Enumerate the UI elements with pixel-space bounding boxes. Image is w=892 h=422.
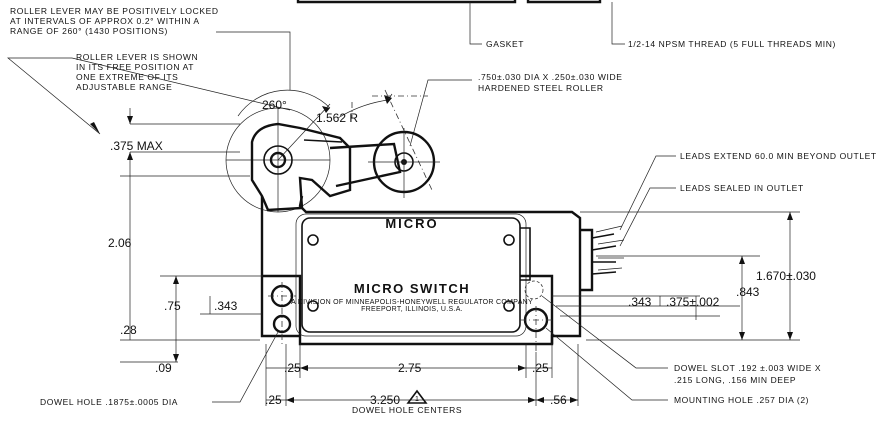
dowel-slot-note: DOWEL SLOT .192 ±.003 WIDE X .215 LONG, …	[541, 295, 821, 385]
triangle-number: 1	[415, 396, 419, 403]
lever-radius-label: 1.562 R	[316, 111, 358, 125]
svg-text:.215 LONG, .156 MIN DEEP: .215 LONG, .156 MIN DEEP	[674, 375, 796, 385]
dim-09: .09	[155, 361, 172, 375]
svg-text:ROLLER LEVER IS SHOWN: ROLLER LEVER IS SHOWN	[76, 52, 198, 62]
dim-3-250: 3.250	[370, 393, 400, 407]
thread-note: 1/2-14 NPSM THREAD (5 FULL THREADS MIN)	[628, 39, 836, 49]
dim-375: .375±.002	[666, 295, 720, 309]
roller-locked-note: ROLLER LEVER MAY BE POSITIVELY LOCKED AT…	[10, 6, 291, 90]
svg-text:HARDENED STEEL ROLLER: HARDENED STEEL ROLLER	[478, 83, 604, 93]
dim-25-c: .25	[265, 393, 282, 407]
right-dimensions	[552, 211, 800, 341]
roller-spec-note: .750±.030 DIA X .250±.030 WIDE HARDENED …	[409, 72, 623, 147]
dowel-centers-label: DOWEL HOLE CENTERS	[352, 405, 462, 415]
brand-sub-line2: FREEPORT, ILLINOIS, U.S.A.	[361, 306, 463, 313]
lead-wires	[591, 155, 676, 275]
brand-main-label: MICRO SWITCH	[354, 281, 470, 296]
dim-28: .28	[120, 323, 137, 337]
svg-text:AT INTERVALS OF APPROX 0.2° WI: AT INTERVALS OF APPROX 0.2° WITHIN A	[10, 16, 200, 26]
lever-assembly	[225, 89, 440, 213]
svg-text:DOWEL SLOT .192 ±.003 WIDE X: DOWEL SLOT .192 ±.003 WIDE X	[674, 363, 821, 373]
svg-text:ADJUSTABLE RANGE: ADJUSTABLE RANGE	[76, 82, 172, 92]
leads-extend-note: LEADS EXTEND 60.0 MIN BEYOND OUTLET	[680, 151, 877, 161]
svg-text:DOWEL HOLE .1875±.0005 DIA: DOWEL HOLE .1875±.0005 DIA	[40, 397, 178, 407]
dim-56: .56	[550, 393, 567, 407]
dim-375-max: .375 MAX	[110, 139, 163, 153]
switch-housing	[260, 195, 594, 352]
dowel-hole-note: DOWEL HOLE .1875±.0005 DIA	[40, 331, 279, 407]
angle-label: 260°	[262, 98, 287, 112]
svg-text:ONE EXTREME OF ITS: ONE EXTREME OF ITS	[76, 72, 178, 82]
gasket-note: GASKET	[486, 39, 524, 49]
bottom-dimensions	[265, 344, 579, 406]
svg-text:MOUNTING HOLE .257 DIA (2): MOUNTING HOLE .257 DIA (2)	[674, 395, 809, 405]
svg-text:RANGE OF 260° (1430 POSITIONS: RANGE OF 260° (1430 POSITIONS)	[10, 26, 168, 36]
top-housing-fragment	[296, 0, 625, 45]
svg-text:IN ITS FREE POSITION AT: IN ITS FREE POSITION AT	[76, 62, 194, 72]
roller-free-note: ROLLER LEVER IS SHOWN IN ITS FREE POSITI…	[7, 52, 291, 135]
svg-text:ROLLER LEVER MAY BE POSITIVELY: ROLLER LEVER MAY BE POSITIVELY LOCKED	[10, 6, 219, 16]
left-dimensions	[120, 108, 262, 363]
dim-1-670: 1.670±.030	[756, 269, 816, 283]
brand-sub-line1: A DIVISION OF MINNEAPOLIS-HONEYWELL REGU…	[291, 299, 533, 306]
dim-25-b: .25	[532, 361, 549, 375]
dim-2-06: 2.06	[108, 236, 132, 250]
triangle-note-marker	[406, 389, 428, 404]
dim-343-left: .343	[214, 299, 238, 313]
dim-2-75: 2.75	[398, 361, 422, 375]
dim-343-right: .343	[628, 295, 652, 309]
dim-843: .843	[736, 285, 760, 299]
svg-text:.750±.030 DIA X .250±.030 WIDE: .750±.030 DIA X .250±.030 WIDE	[478, 72, 623, 82]
brand-top-label: MICRO	[385, 216, 438, 231]
mounting-hole-note: MOUNTING HOLE .257 DIA (2)	[545, 327, 809, 405]
dim-25-a: .25	[284, 361, 301, 375]
leads-sealed-note: LEADS SEALED IN OUTLET	[680, 183, 804, 193]
dim-75: .75	[164, 299, 181, 313]
